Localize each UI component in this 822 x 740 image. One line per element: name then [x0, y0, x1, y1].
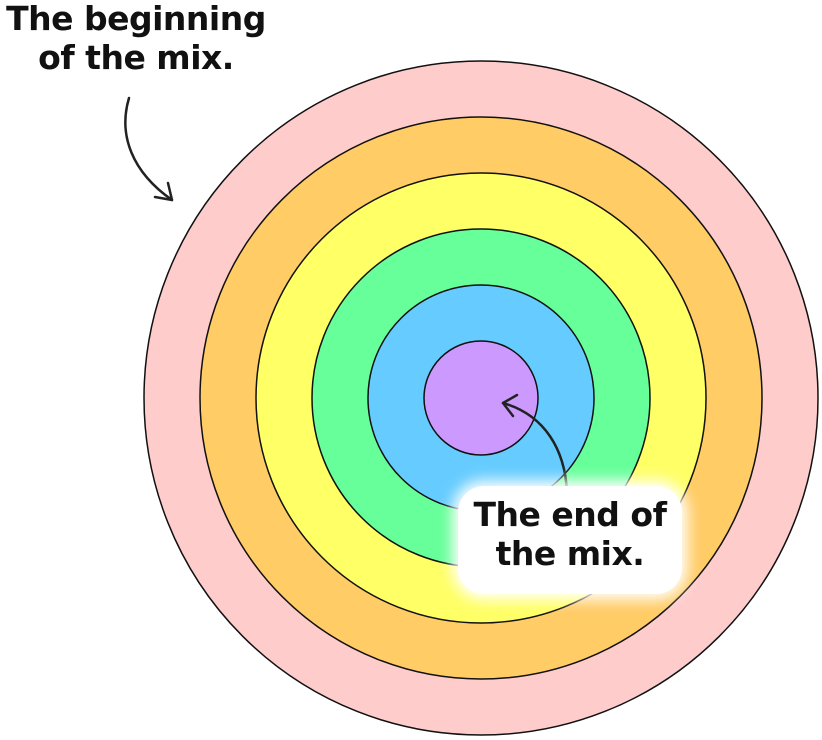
- beginning-arrow-head: [153, 181, 174, 202]
- end-label-highlight: [458, 486, 682, 594]
- beginning-label: The beginning of the mix.: [0, 0, 272, 78]
- beginning-arrow: [124, 96, 174, 202]
- ring-center-purple: [423, 340, 539, 456]
- end-label-line2: the mix.: [495, 533, 645, 573]
- beginning-label-line2: of the mix.: [38, 37, 234, 77]
- end-label-line1: The end of: [473, 495, 667, 534]
- rings-group: [143, 60, 819, 736]
- end-label: The end of the mix.: [452, 495, 688, 574]
- end-arrow: [501, 393, 569, 494]
- beginning-label-line1: The beginning: [6, 0, 266, 38]
- beginning-arrow-shaft: [124, 96, 174, 202]
- end-arrow-head: [501, 393, 519, 418]
- end-arrow-shaft: [501, 401, 569, 494]
